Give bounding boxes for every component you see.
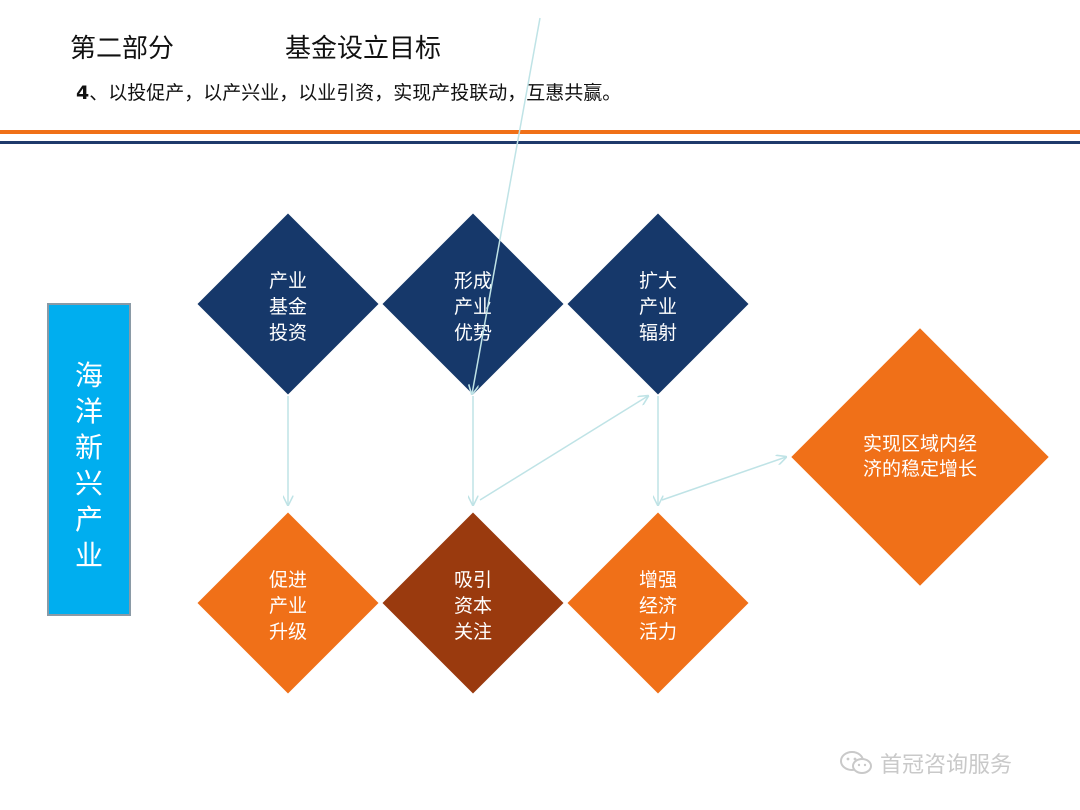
sidebar-char: 新 <box>74 431 103 464</box>
label-regional-growth: 实现区域内经济的稳定增长 <box>862 433 977 480</box>
wechat-icon <box>840 751 872 774</box>
subtitle-number: 4 <box>76 82 90 104</box>
slide-title: 基金设立目标 <box>285 34 442 64</box>
sidebar-char: 兴 <box>74 467 103 500</box>
header-rule-orange <box>0 130 1080 134</box>
sidebar-label: 海 洋 新 兴 产 业 <box>47 358 131 574</box>
slide-header: 第二部分 基金设立目标 <box>70 28 441 65</box>
sidebar-char: 产 <box>74 503 103 536</box>
sidebar-char: 洋 <box>74 395 103 428</box>
subtitle-text: 、以投促产，以产兴业，以业引资，实现产投联动，互惠共赢。 <box>89 82 622 104</box>
arrow-capital-to-radiation <box>479 396 648 501</box>
arrow-vitality-to-growth <box>661 457 786 501</box>
watermark: 首冠咨询服务 <box>838 747 1012 779</box>
sidebar-char: 海 <box>74 359 103 392</box>
watermark-text: 首冠咨询服务 <box>880 753 1013 778</box>
label-capital-attention: 吸引资本关注 <box>453 569 492 643</box>
label-industry-upgrade: 促进产业升级 <box>268 569 307 643</box>
section-label: 第二部分 <box>70 34 175 64</box>
header-rule-navy <box>0 141 1080 144</box>
arrow-top-diagonal <box>472 17 541 394</box>
label-economic-vitality: 增强经济活力 <box>638 569 677 643</box>
label-industry-radiation: 扩大产业辐射 <box>638 270 677 344</box>
sidebar-box <box>47 303 131 616</box>
label-fund-investment: 产业基金投资 <box>268 270 307 344</box>
sidebar-char: 业 <box>74 539 103 572</box>
subtitle: 4、以投促产，以产兴业，以业引资，实现产投联动，互惠共赢。 <box>76 78 621 105</box>
